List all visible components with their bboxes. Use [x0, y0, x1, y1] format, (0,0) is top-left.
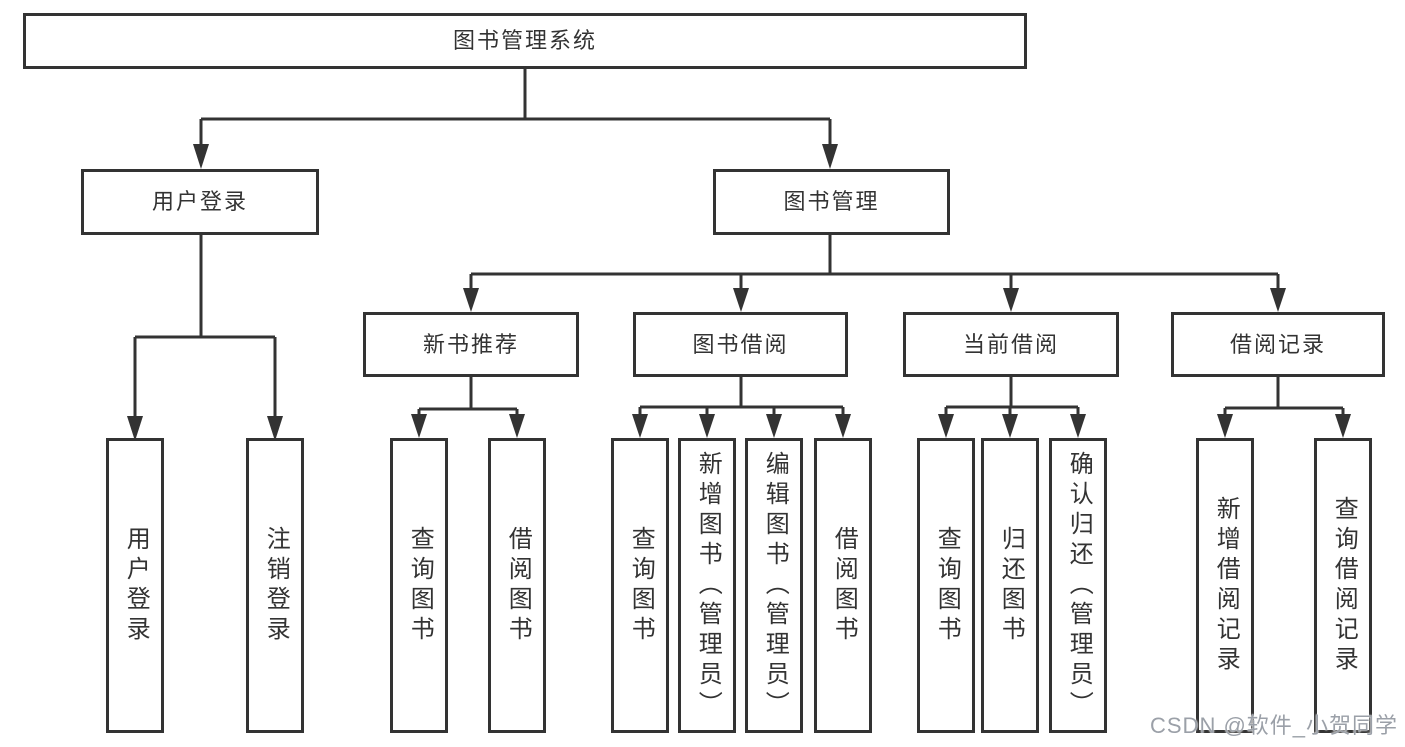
node-logout-leaf: 注销登录 — [246, 438, 304, 733]
edge-line — [133, 235, 277, 418]
node-root-library-system: 图书管理系统 — [23, 13, 1027, 69]
arrowhead — [733, 288, 749, 312]
node-current-borrowing: 当前借阅 — [903, 312, 1119, 377]
arrowhead — [1002, 414, 1018, 438]
arrowhead — [267, 416, 283, 441]
edges-user-login — [127, 235, 283, 441]
node-query-books-under-current: 查询图书 — [917, 438, 975, 733]
edge-line — [469, 235, 1280, 290]
arrowhead — [1217, 414, 1233, 438]
edges-book-borrowing — [632, 377, 851, 438]
node-add-borrow-record: 新增借阅记录 — [1196, 438, 1254, 733]
node-borrow-books-under-recommendation: 借阅图书 — [488, 438, 546, 733]
node-add-books-admin: 新增图书（管理员） — [678, 438, 736, 733]
node-user-login: 用户登录 — [81, 169, 319, 235]
edge-line — [199, 69, 832, 146]
arrowhead — [127, 416, 143, 441]
arrowhead — [822, 144, 838, 169]
edges-new-book-recommendation — [411, 377, 525, 438]
node-confirm-return-admin: 确认归还（管理员） — [1049, 438, 1107, 733]
arrowhead — [1003, 288, 1019, 312]
arrowhead — [766, 414, 782, 438]
csdn-watermark: CSDN @软件_小贺同学 — [1150, 713, 1399, 738]
arrowhead — [632, 414, 648, 438]
arrowhead — [1335, 414, 1351, 438]
arrowhead — [699, 414, 715, 438]
edges-root — [193, 69, 838, 169]
arrowhead — [938, 414, 954, 438]
node-borrowing-records: 借阅记录 — [1171, 312, 1385, 377]
edge-line — [638, 377, 845, 416]
arrowhead — [193, 144, 209, 169]
node-new-book-recommendation: 新书推荐 — [363, 312, 579, 377]
edge-line — [944, 377, 1080, 416]
arrowhead — [1070, 414, 1086, 438]
node-query-books-under-recommendation: 查询图书 — [390, 438, 448, 733]
arrowhead — [1270, 288, 1286, 312]
node-return-books: 归还图书 — [981, 438, 1039, 733]
arrowhead — [509, 414, 525, 438]
node-book-borrowing: 图书借阅 — [633, 312, 848, 377]
node-edit-books-admin: 编辑图书（管理员） — [745, 438, 803, 733]
node-query-books-under-borrowing: 查询图书 — [611, 438, 669, 733]
arrowhead — [835, 414, 851, 438]
arrowhead — [411, 414, 427, 438]
edge-line — [417, 377, 519, 416]
node-query-borrow-record: 查询借阅记录 — [1314, 438, 1372, 733]
edges-current-borrowing — [938, 377, 1086, 438]
node-book-management: 图书管理 — [713, 169, 950, 235]
arrowhead — [463, 288, 479, 312]
node-borrow-books-under-borrowing: 借阅图书 — [814, 438, 872, 733]
edges-borrowing-records — [1217, 377, 1351, 438]
edge-line — [1223, 377, 1345, 416]
edges-book-management — [463, 235, 1286, 312]
node-user-login-leaf: 用户登录 — [106, 438, 164, 733]
